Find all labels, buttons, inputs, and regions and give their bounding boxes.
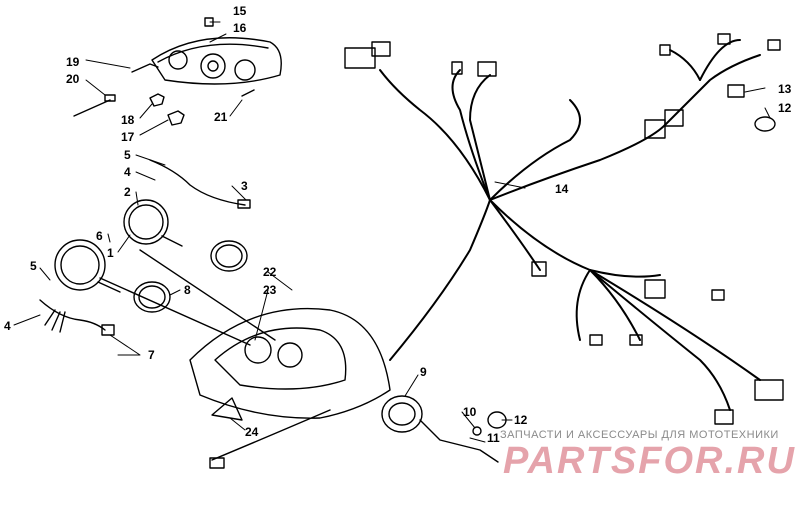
callout-10: 10 (463, 405, 477, 419)
callout-7: 7 (148, 348, 155, 362)
gauge-harness-small (39, 159, 251, 336)
callout-9: 9 (420, 365, 427, 379)
main-wiring-harness (379, 39, 761, 411)
callout-14: 14 (555, 182, 569, 196)
callout-23: 23 (263, 283, 277, 297)
callout-21: 21 (214, 110, 228, 124)
callout-12b: 12 (778, 101, 792, 115)
callout-5b: 5 (30, 259, 37, 273)
callout-20: 20 (66, 72, 80, 86)
callout-15: 15 (233, 4, 247, 18)
callout-4a: 4 (124, 165, 131, 179)
bulb-socket-parts (73, 17, 255, 126)
callout-16: 16 (233, 21, 247, 35)
callout-19: 19 (66, 55, 80, 69)
callout-18: 18 (121, 113, 135, 127)
callout-8: 8 (184, 283, 191, 297)
callout-4b: 4 (4, 319, 11, 333)
callout-5a: 5 (124, 148, 131, 162)
watermark-tagline: ЗАПЧАСТИ И АКСЕССУАРЫ ДЛЯ МОТОТЕХНИКИ (500, 429, 779, 441)
callout-13: 13 (778, 82, 792, 96)
callout-24: 24 (245, 425, 259, 439)
instrument-cluster-housing (151, 37, 282, 85)
callout-2: 2 (124, 185, 131, 199)
dashboard-panel (99, 249, 391, 419)
gauge-tachometer (54, 239, 121, 293)
callout-6: 6 (96, 229, 103, 243)
callout-22: 22 (263, 265, 277, 279)
connectors (344, 33, 784, 425)
gauge-speedometer (123, 199, 183, 247)
bezel-rings (133, 240, 248, 313)
callout-11: 11 (487, 431, 500, 445)
switch-housing (381, 395, 507, 463)
callout-1: 1 (107, 246, 114, 260)
leader-lines (13, 21, 771, 443)
callout-3: 3 (241, 179, 248, 193)
watermark-logo: PARTSFOR.RU (503, 440, 796, 482)
callout-17: 17 (121, 130, 135, 144)
warning-decal (209, 397, 331, 469)
callout-12a: 12 (514, 413, 528, 427)
